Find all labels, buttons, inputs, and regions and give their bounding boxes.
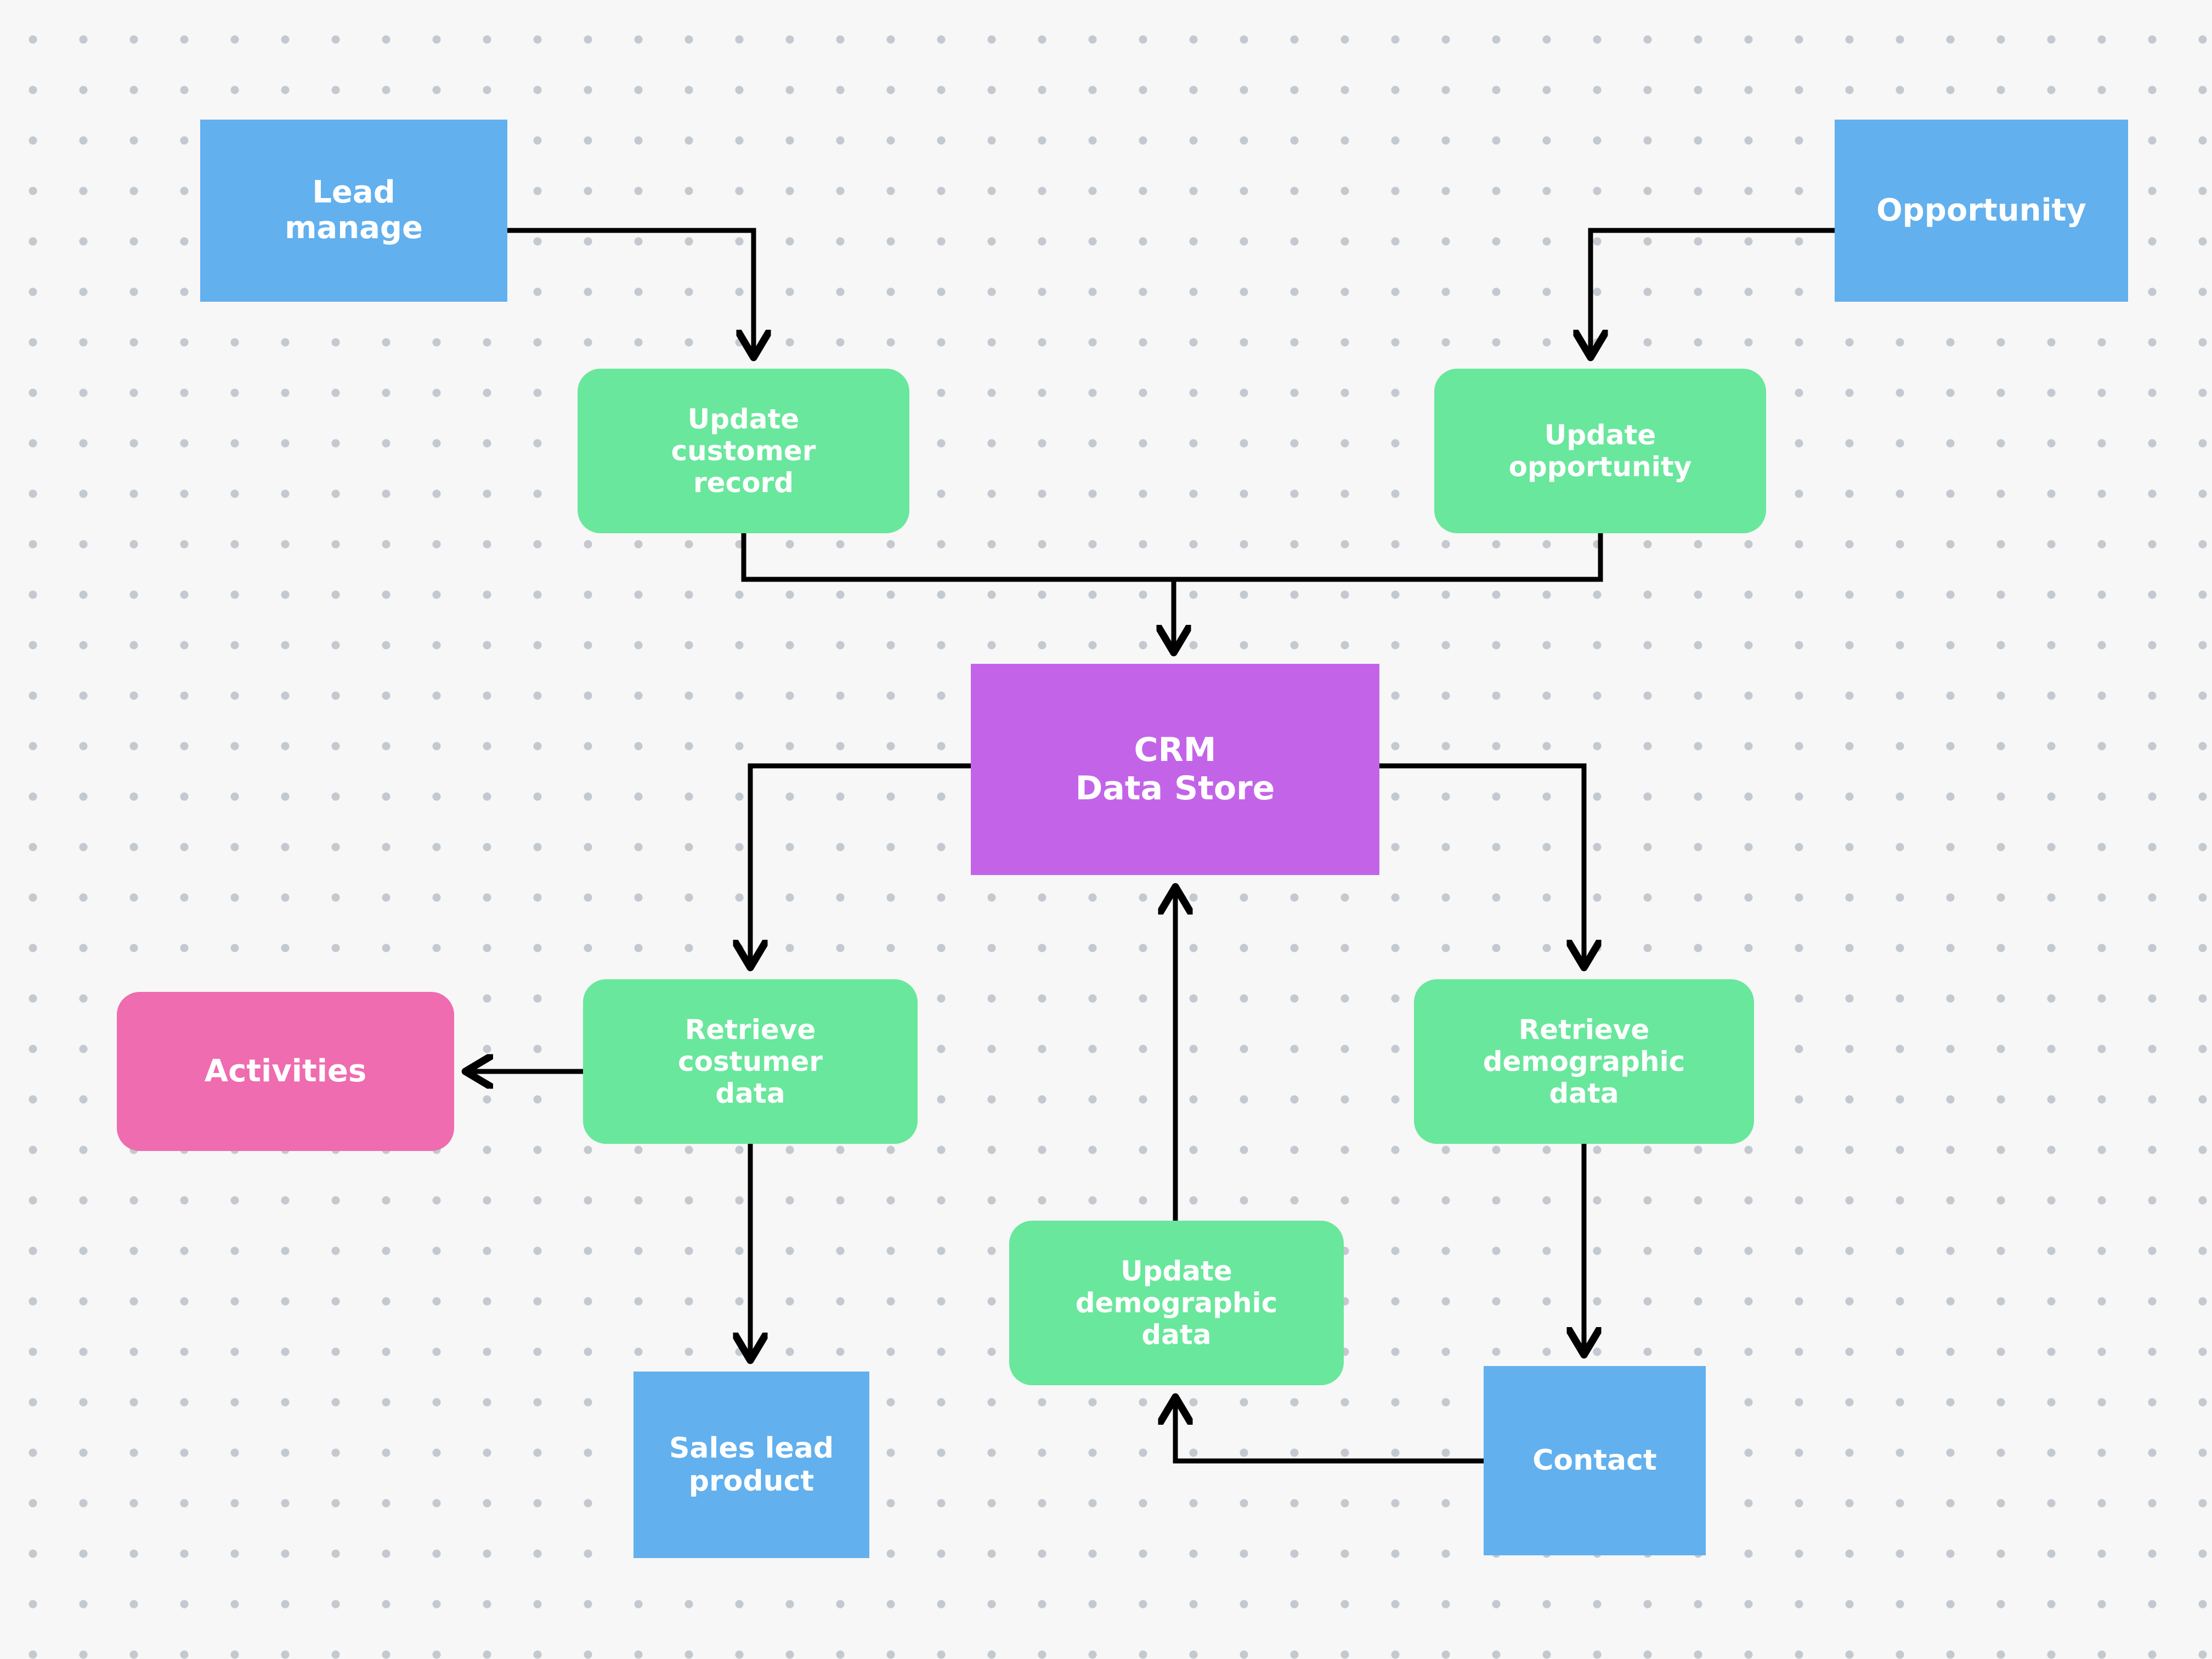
node-opportunity[interactable]: Opportunity bbox=[1835, 120, 2128, 302]
node-lead-manage[interactable]: Lead manage bbox=[200, 120, 507, 302]
node-crm-data-store[interactable]: CRM Data Store bbox=[971, 664, 1379, 875]
edge-crm-to-retrieve-demographic-data bbox=[1379, 763, 1584, 966]
node-activities[interactable]: Activities bbox=[117, 992, 454, 1151]
node-retrieve-demographic-data[interactable]: Retrieve demographic data bbox=[1414, 979, 1754, 1144]
edge-opportunity-to-update-opportunity bbox=[1591, 228, 1835, 356]
node-update-opportunity[interactable]: Update opportunity bbox=[1434, 369, 1766, 533]
node-sales-lead-product[interactable]: Sales lead product bbox=[633, 1372, 869, 1558]
node-contact[interactable]: Contact bbox=[1484, 1366, 1706, 1555]
node-update-demographic-data[interactable]: Update demographic data bbox=[1009, 1221, 1344, 1385]
edge-update-opportunity-to-crm bbox=[1174, 533, 1603, 582]
edge-lead-manage-to-update-customer-record bbox=[507, 228, 754, 356]
edge-crm-to-retrieve-costumer-data bbox=[750, 763, 971, 966]
node-update-customer-record[interactable]: Update customer record bbox=[578, 369, 909, 533]
node-retrieve-costumer-data[interactable]: Retrieve costumer data bbox=[583, 979, 918, 1144]
edge-contact-to-update-demographic-data bbox=[1175, 1399, 1484, 1464]
edge-update-customer-record-to-crm bbox=[741, 533, 1174, 582]
